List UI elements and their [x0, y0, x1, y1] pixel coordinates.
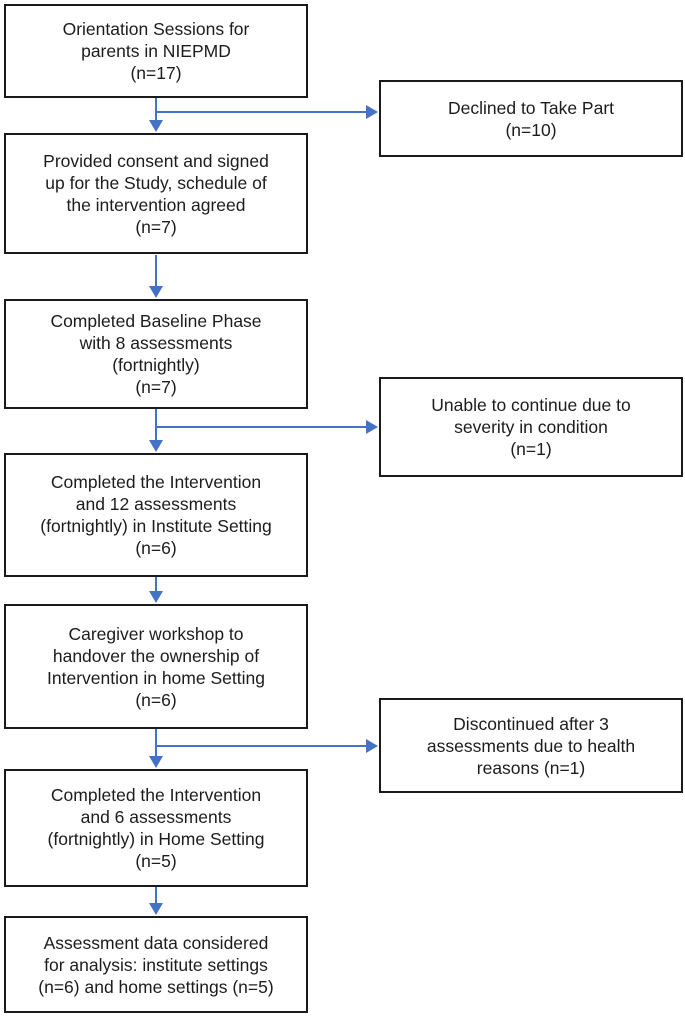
flow-box-completed-baseline: Completed Baseline Phase with 8 assessme…: [4, 299, 308, 409]
flow-box-discontinued: Discontinued after 3 assessments due to …: [379, 698, 683, 793]
flow-box-assessment-data: Assessment data considered for analysis:…: [4, 916, 308, 1013]
flow-box-orientation-sessions: Orientation Sessions for parents in NIEP…: [4, 4, 308, 98]
flow-box-unable-to-continue: Unable to continue due to severity in co…: [379, 377, 683, 477]
flow-box-caregiver-workshop: Caregiver workshop to handover the owner…: [4, 604, 308, 729]
flow-box-unable-to-continue-text: Unable to continue due to severity in co…: [431, 395, 631, 459]
flow-box-declined-text: Declined to Take Part (n=10): [447, 97, 615, 140]
flow-box-declined: Declined to Take Part (n=10): [379, 80, 683, 157]
flow-box-completed-baseline-text: Completed Baseline Phase with 8 assessme…: [50, 311, 262, 397]
flow-box-provided-consent-text: Provided consent and signed up for the S…: [43, 150, 269, 237]
flow-box-orientation-sessions-text: Orientation Sessions for parents in NIEP…: [62, 19, 250, 83]
flow-box-completed-intervention-institute: Completed the Intervention and 12 assess…: [4, 453, 308, 577]
flow-box-completed-intervention-home-text: Completed the Intervention and 6 assessm…: [47, 785, 265, 871]
flow-box-assessment-data-text: Assessment data considered for analysis:…: [38, 932, 274, 997]
flow-box-provided-consent: Provided consent and signed up for the S…: [4, 133, 308, 254]
flow-box-completed-intervention-institute-text: Completed the Intervention and 12 assess…: [40, 472, 272, 558]
flow-box-caregiver-workshop-text: Caregiver workshop to handover the owner…: [47, 623, 265, 710]
flow-box-discontinued-text: Discontinued after 3 assessments due to …: [426, 713, 636, 778]
flow-box-completed-intervention-home: Completed the Intervention and 6 assessm…: [4, 769, 308, 887]
